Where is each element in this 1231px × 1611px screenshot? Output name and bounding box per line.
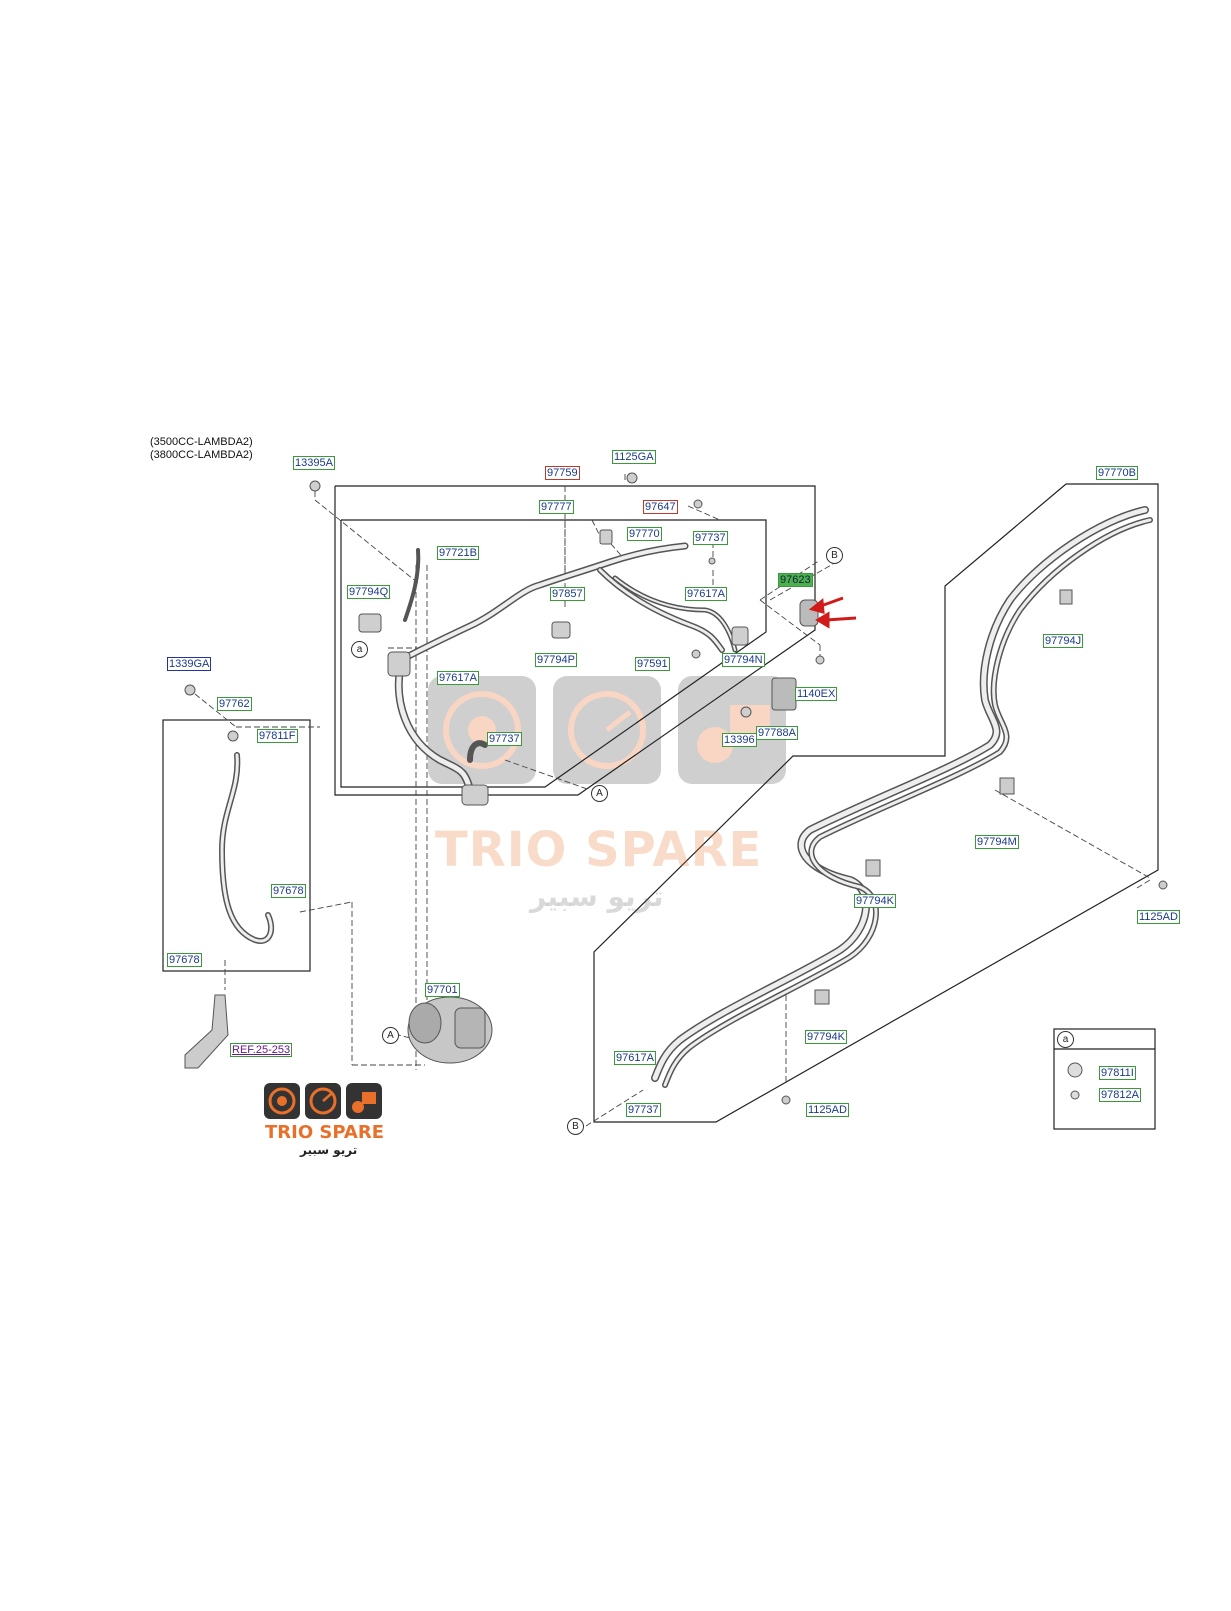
- main-components: [184, 472, 825, 806]
- part-label-97701[interactable]: 97701: [425, 983, 460, 997]
- brand-arabic: تريو سبير: [300, 1143, 358, 1157]
- main-assembly-box: [334, 485, 816, 796]
- watermark-arabic: تريو سبير: [530, 880, 664, 913]
- part-label-97811F[interactable]: 97811F: [257, 729, 298, 743]
- part-label-97794J[interactable]: 97794J: [1043, 634, 1084, 648]
- part-label-97617A-mid[interactable]: 97617A: [437, 671, 479, 685]
- part-label-97770B[interactable]: 97770B: [1096, 466, 1138, 480]
- part-label-1125GA[interactable]: 1125GA: [612, 450, 656, 464]
- leader-lines: [194, 474, 1151, 1127]
- part-label-13396[interactable]: 13396: [722, 733, 757, 747]
- part-label-97647[interactable]: 97647: [643, 500, 678, 514]
- part-label-97788A[interactable]: 97788A: [756, 726, 798, 740]
- rear-lines: [651, 506, 1153, 1088]
- part-label-97794M[interactable]: 97794M: [975, 835, 1019, 849]
- left-hose: [218, 752, 275, 944]
- part-label-97794Q[interactable]: 97794Q: [347, 585, 391, 599]
- watermark-logo: [428, 676, 786, 784]
- part-label-97623-selected[interactable]: 97623: [778, 573, 813, 587]
- part-label-97591[interactable]: 97591: [635, 657, 670, 671]
- pipe-assembly: [393, 542, 738, 794]
- ref-circle-B-rear[interactable]: B: [567, 1118, 584, 1135]
- ref-circle-a-inset[interactable]: a: [1057, 1031, 1074, 1048]
- ref-circle-A-compressor[interactable]: A: [382, 1027, 399, 1044]
- brand-name: TRIO SPARE: [265, 1122, 384, 1143]
- part-label-97617A-top[interactable]: 97617A: [685, 587, 727, 601]
- ref-link-25-253[interactable]: REF.25-253: [230, 1043, 293, 1057]
- ref-circle-B-main[interactable]: B: [826, 547, 843, 564]
- part-label-97759[interactable]: 97759: [545, 466, 580, 480]
- part-label-97777[interactable]: 97777: [539, 500, 574, 514]
- part-label-97770[interactable]: 97770: [627, 527, 662, 541]
- part-label-13395A[interactable]: 13395A: [293, 456, 335, 470]
- part-label-97737-mid[interactable]: 97737: [487, 732, 522, 746]
- part-label-1125AD-right[interactable]: 1125AD: [1137, 910, 1180, 924]
- part-label-97678-lower[interactable]: 97678: [167, 953, 202, 967]
- engine-note-2: (3800CC-LAMBDA2): [150, 449, 253, 461]
- compressor: [407, 996, 493, 1064]
- part-label-1125AD-bottom[interactable]: 1125AD: [806, 1103, 849, 1117]
- part-label-97737-top[interactable]: 97737: [693, 531, 728, 545]
- inset-box-a: [1053, 1028, 1156, 1130]
- ref-circle-a-main[interactable]: a: [351, 641, 368, 658]
- brand-logo: [264, 1083, 382, 1119]
- engine-note-1: (3500CC-LAMBDA2): [150, 436, 253, 448]
- part-label-97857[interactable]: 97857: [550, 587, 585, 601]
- watermark-text: TRIO SPARE: [435, 822, 763, 878]
- bracket-ref: [184, 994, 229, 1069]
- part-label-97794K-upper[interactable]: 97794K: [854, 894, 896, 908]
- rear-clips: [781, 589, 1168, 1105]
- part-label-97617A-bottom[interactable]: 97617A: [614, 1051, 656, 1065]
- part-label-97678-upper[interactable]: 97678: [271, 884, 306, 898]
- rear-line-box: [593, 483, 1159, 1123]
- suction-line-box: [162, 719, 311, 972]
- part-label-97812A[interactable]: 97812A: [1099, 1088, 1141, 1102]
- part-label-97794K-lower[interactable]: 97794K: [805, 1030, 847, 1044]
- part-label-97794P[interactable]: 97794P: [535, 653, 577, 667]
- part-label-97794N[interactable]: 97794N: [722, 653, 765, 667]
- part-label-1140EX[interactable]: 1140EX: [795, 687, 838, 701]
- highlight-arrows: [808, 596, 857, 629]
- part-label-1339GA[interactable]: 1339GA: [167, 657, 212, 671]
- ref-circle-A-main[interactable]: A: [591, 785, 608, 802]
- part-label-97737-bottom[interactable]: 97737: [626, 1103, 661, 1117]
- part-label-97811I[interactable]: 97811I: [1099, 1066, 1136, 1080]
- part-label-97762[interactable]: 97762: [217, 697, 252, 711]
- part-label-97721B[interactable]: 97721B: [437, 546, 479, 560]
